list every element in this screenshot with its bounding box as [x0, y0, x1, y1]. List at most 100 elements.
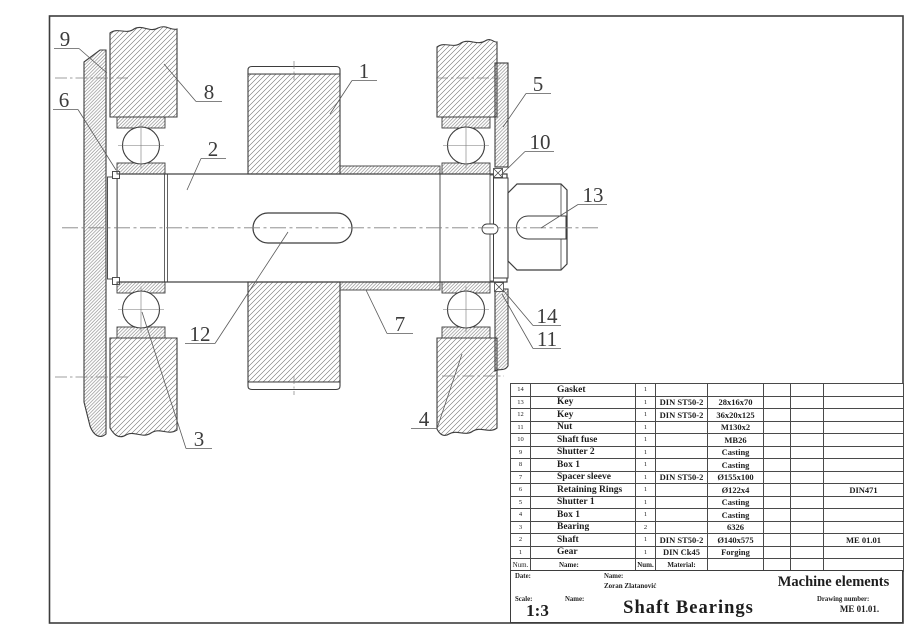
- drawing-title-cell: Name: Shaft Bearings: [560, 594, 813, 623]
- sheet-frame: [48, 15, 904, 624]
- part-standard-cell: [655, 508, 708, 522]
- part-num-cell: 3: [510, 520, 531, 534]
- part-qty-cell: 1: [635, 470, 656, 484]
- part-extra-cell: [790, 445, 824, 459]
- part-material-cell: Casting: [707, 458, 764, 472]
- part-qty-cell: 2: [635, 520, 656, 534]
- part-num-cell: 6: [510, 483, 531, 497]
- part-name-cell: Gasket: [530, 383, 636, 397]
- part-num-cell: 8: [510, 458, 531, 472]
- part-note-cell: [823, 458, 904, 472]
- part-standard-cell: [655, 420, 708, 434]
- part-standard-cell: [655, 495, 708, 509]
- part-extra-cell: [763, 508, 791, 522]
- part-num-cell: 2: [510, 533, 531, 547]
- part-material-cell: 6326: [707, 520, 764, 534]
- part-name-cell: Bearing: [530, 520, 636, 534]
- part-standard-cell: [655, 445, 708, 459]
- part-note-cell: ME 01.01: [823, 533, 904, 547]
- author-name: Zoran Zlatanović: [604, 582, 657, 590]
- gear-section: [247, 65, 341, 391]
- shaft-end: [481, 183, 568, 271]
- part-num-cell: 13: [510, 395, 531, 409]
- part-name-cell: Key: [530, 408, 636, 422]
- part-name-cell: Shutter 2: [530, 445, 636, 459]
- part-material-cell: 36x20x125: [707, 408, 764, 422]
- callout-label-1: 1: [359, 59, 370, 83]
- callout-label-9: 9: [60, 27, 71, 51]
- left-shutter: [83, 49, 107, 437]
- date-label: Date:: [515, 573, 531, 580]
- callout-label-8: 8: [204, 80, 215, 104]
- part-name-cell: Shutter 1: [530, 495, 636, 509]
- part-extra-cell: [790, 420, 824, 434]
- parts-list-header-row: Num.Name:Num.Material:: [510, 558, 904, 572]
- titleblock-date-cell: Date:: [510, 570, 599, 595]
- right-shutter: [494, 62, 509, 373]
- part-name-cell: Shaft fuse: [530, 433, 636, 447]
- part-extra-cell: [763, 520, 791, 534]
- part-material-cell: Ø140x575: [707, 533, 764, 547]
- part-note-cell: DIN471: [823, 483, 904, 497]
- part-note-cell: [823, 520, 904, 534]
- part-qty-cell: 1: [635, 383, 656, 397]
- part-standard-cell: DIN ST50-2: [655, 533, 708, 547]
- part-qty-cell: 1: [635, 495, 656, 509]
- part-extra-cell: [763, 458, 791, 472]
- part-qty-cell: 1: [635, 458, 656, 472]
- part-qty-cell: 1: [635, 445, 656, 459]
- callout-label-2: 2: [208, 137, 219, 161]
- part-extra-cell: [790, 545, 824, 559]
- part-name-cell: Box 1: [530, 508, 636, 522]
- right-housing-box: [436, 39, 498, 437]
- part-material-cell: MB26: [707, 433, 764, 447]
- callout-label-10: 10: [530, 130, 551, 154]
- part-standard-cell: DIN ST50-2: [655, 395, 708, 409]
- part-note-cell: [823, 383, 904, 397]
- part-extra-cell: [763, 383, 791, 397]
- callout-label-14: 14: [537, 304, 559, 328]
- part-standard-cell: DIN Ck45: [655, 545, 708, 559]
- part-material-cell: 28x16x70: [707, 395, 764, 409]
- part-extra-cell: [790, 458, 824, 472]
- part-qty-cell: 1: [635, 508, 656, 522]
- part-qty-cell: 1: [635, 533, 656, 547]
- part-name-cell: Key: [530, 395, 636, 409]
- part-extra-cell: [763, 395, 791, 409]
- part-note-cell: [823, 508, 904, 522]
- scale-label: Scale:: [515, 596, 533, 603]
- part-material-cell: Casting: [707, 495, 764, 509]
- callout-label-12: 12: [190, 322, 211, 346]
- part-num-cell: 12: [510, 408, 531, 422]
- shaft-fuse-tab: [481, 223, 499, 235]
- part-extra-cell: [790, 395, 824, 409]
- centerlines: [55, 61, 598, 395]
- part-material-cell: Casting: [707, 445, 764, 459]
- part-extra-cell: [790, 495, 824, 509]
- part-material-cell: Forging: [707, 545, 764, 559]
- drawing-number-label: Drawing number:: [817, 596, 870, 603]
- part-standard-cell: [655, 483, 708, 497]
- part-num-cell: 5: [510, 495, 531, 509]
- part-note-cell: [823, 495, 904, 509]
- part-name-cell: Gear: [530, 545, 636, 559]
- part-extra-cell: [763, 495, 791, 509]
- part-qty-cell: 1: [635, 420, 656, 434]
- part-name-cell: Nut: [530, 420, 636, 434]
- part-note-cell: [823, 395, 904, 409]
- part-material-cell: Casting: [707, 508, 764, 522]
